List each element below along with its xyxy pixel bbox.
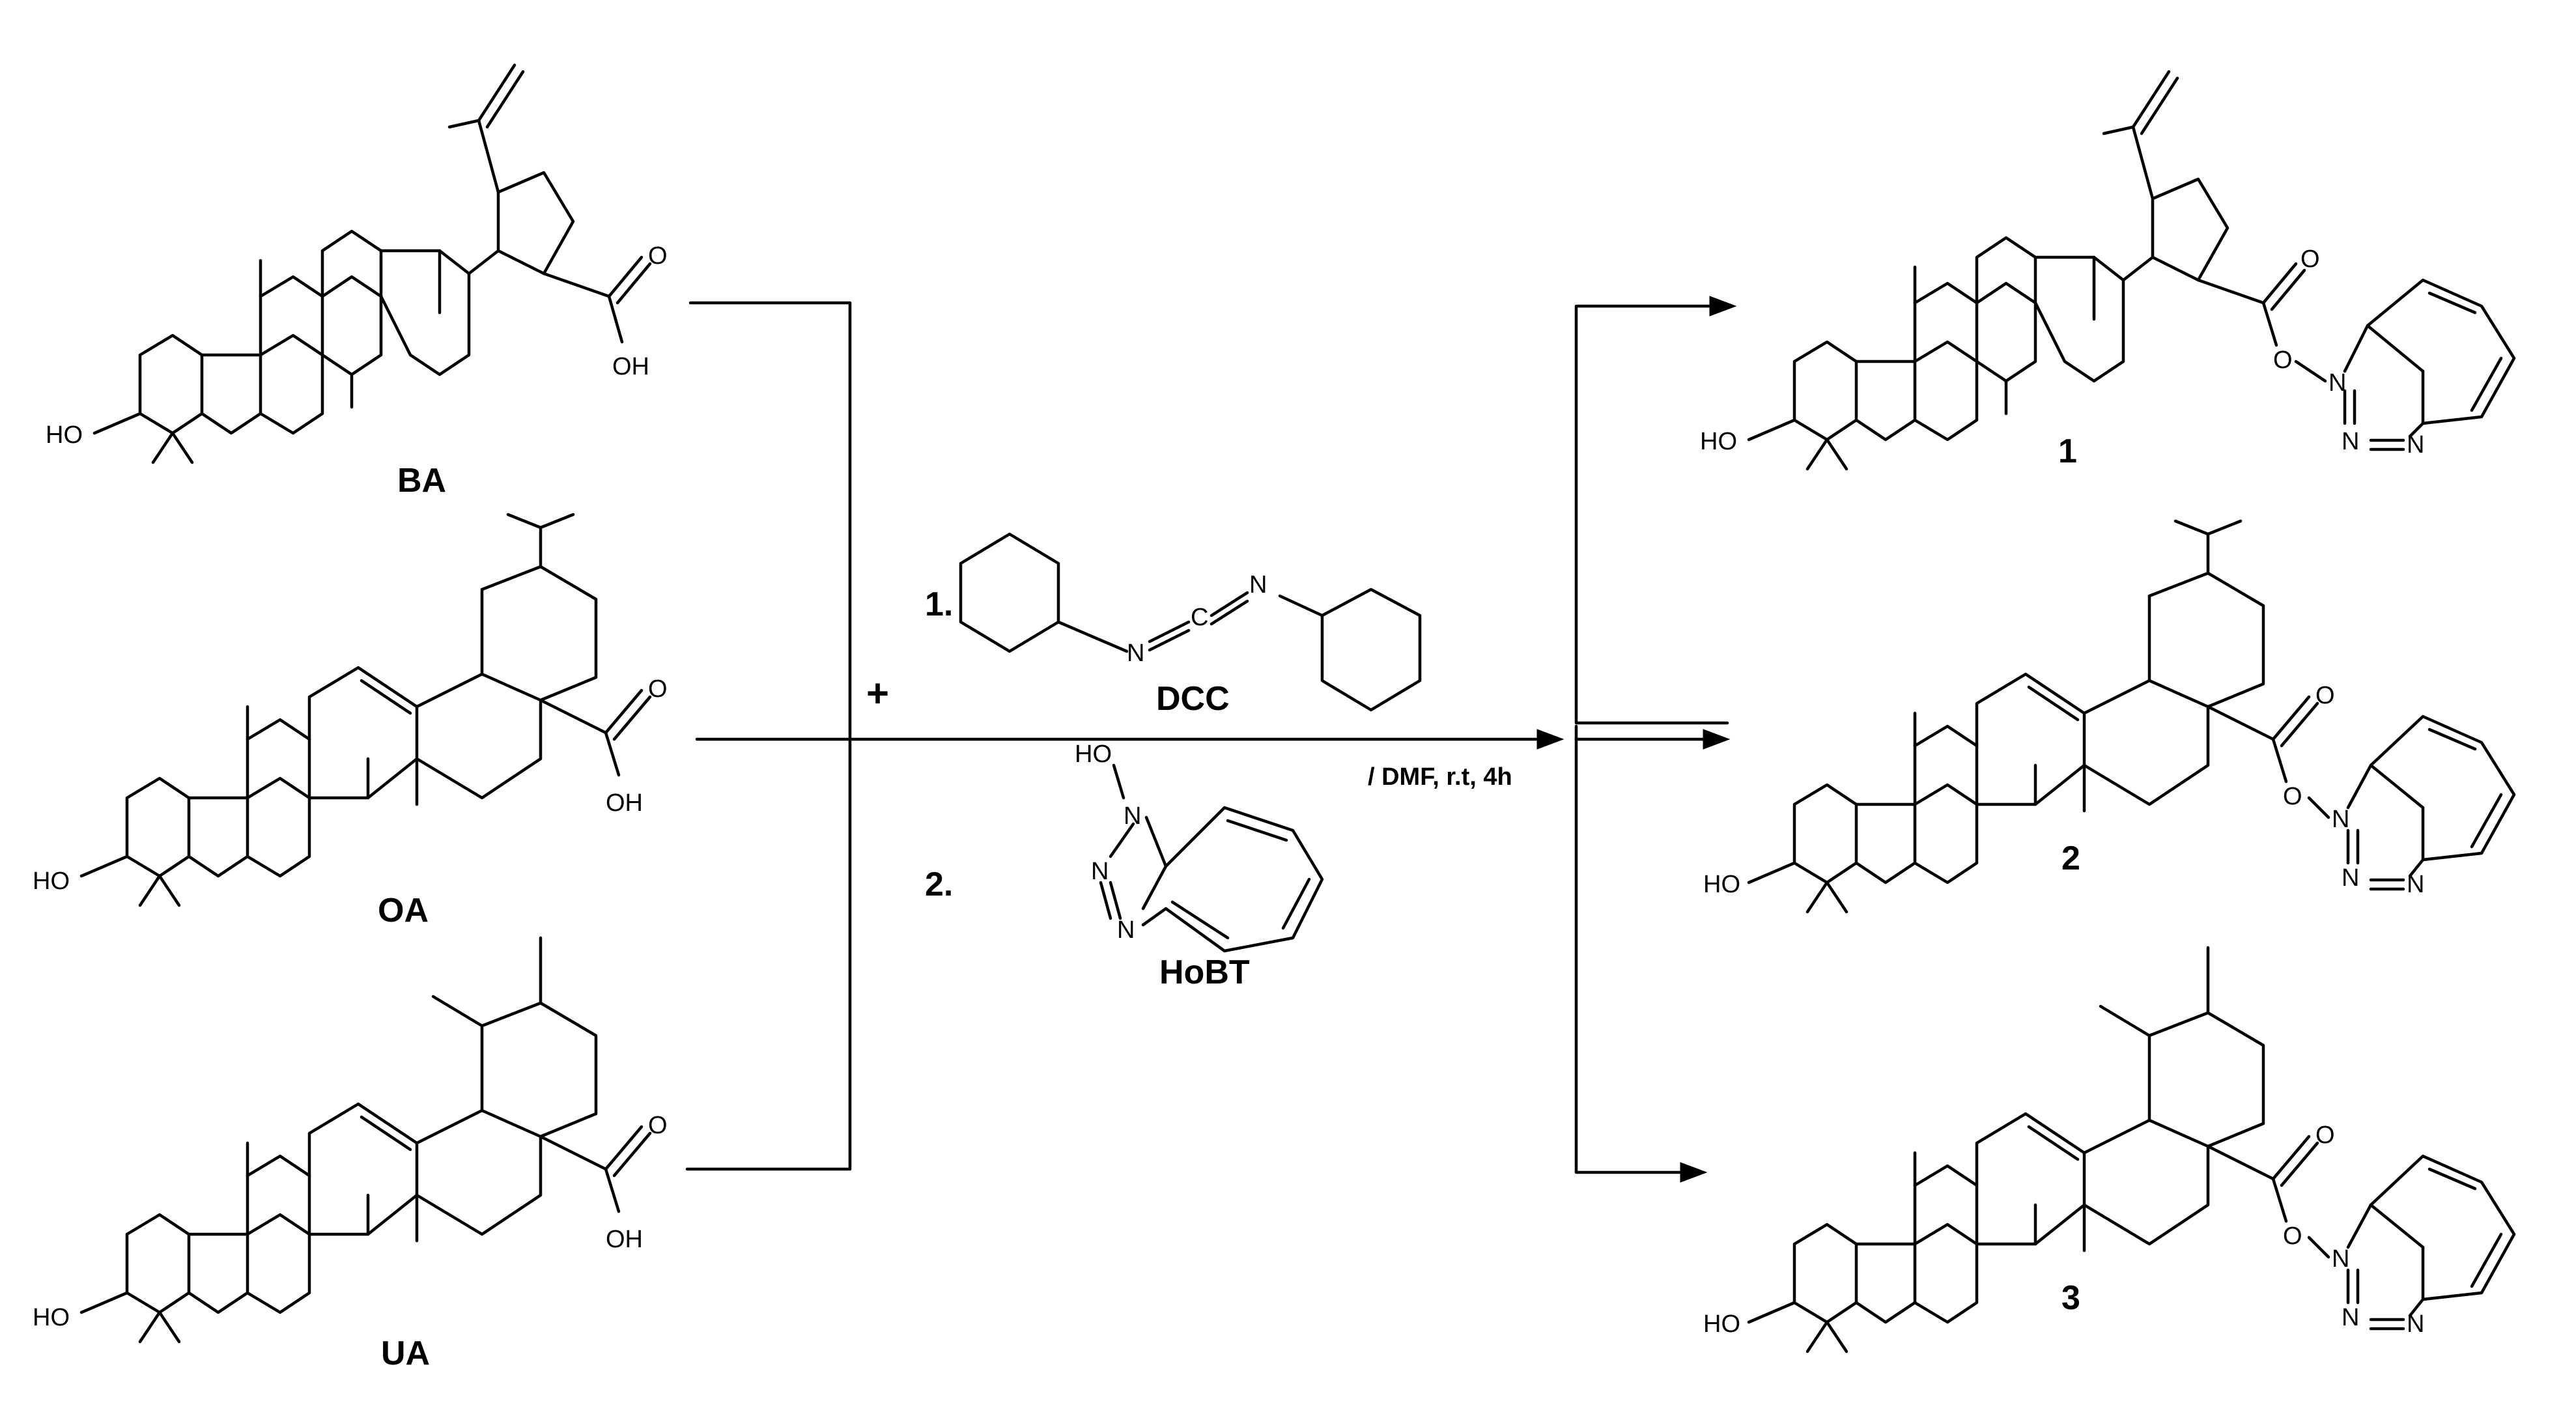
BA-acid-o: O <box>648 242 668 270</box>
UA-acid-oh: OH <box>606 1226 643 1253</box>
HoBT-label: HoBT <box>1159 954 1250 991</box>
HoBT-n1: N <box>1124 802 1141 830</box>
BA-acid-oh: OH <box>612 353 649 380</box>
product-3-hydroxyl: HO <box>1703 1310 1740 1338</box>
product-2-n3: N <box>2407 871 2424 898</box>
product-3-n2: N <box>2342 1304 2359 1331</box>
product-1-ester-o: O <box>2273 346 2293 374</box>
plus-sign: + <box>866 672 889 715</box>
DCC-n-left: N <box>1127 640 1144 667</box>
BA-label: BA <box>397 462 446 500</box>
reactant-OA: HO O OH OA <box>33 513 668 929</box>
reaction-connectors <box>685 296 1737 1183</box>
product-2-label: 2 <box>2061 840 2080 877</box>
product-2-n1: N <box>2332 806 2349 833</box>
reaction-conditions: / DMF, r.t, 4h <box>1368 763 1512 791</box>
product-1-hydroxyl: HO <box>1700 428 1737 455</box>
product-1-n3: N <box>2407 431 2424 459</box>
product-3-carbonyl-o: O <box>2315 1122 2335 1149</box>
product-3-ester-o: O <box>2283 1223 2302 1250</box>
product-1-n2: N <box>2342 428 2359 455</box>
product-1-label: 1 <box>2058 432 2077 470</box>
DCC-label: DCC <box>1156 680 1230 718</box>
product-2-hydroxyl: HO <box>1703 871 1740 898</box>
product-2: HO O O N N N 2 <box>1703 519 2516 914</box>
product-3-label: 3 <box>2061 1279 2080 1317</box>
step1-number: 1. <box>925 586 953 623</box>
reagent-DCC: 1. N C N DCC <box>925 532 1422 718</box>
product-1: HO O O N N N 1 <box>1700 70 2516 471</box>
OA-label: OA <box>378 892 429 929</box>
DCC-carbon: C <box>1191 604 1208 631</box>
OA-acid-o: O <box>648 675 668 703</box>
product-3: HO O O N N N 3 <box>1703 946 2516 1353</box>
product-1-carbonyl-o: O <box>2300 246 2320 273</box>
HoBT-hydroxyl: HO <box>1075 741 1112 768</box>
reagent-HoBT: HO N N N 2. HoBT <box>925 741 1324 991</box>
OA-hydroxyl: HO <box>33 868 70 895</box>
product-2-carbonyl-o: O <box>2315 682 2335 709</box>
HoBT-n2: N <box>1091 858 1109 885</box>
BA-hydroxyl: HO <box>46 421 83 449</box>
product-3-n3: N <box>2407 1310 2424 1338</box>
UA-hydroxyl: HO <box>33 1304 70 1331</box>
product-2-ester-o: O <box>2283 783 2302 810</box>
HoBT-n3: N <box>1117 916 1135 944</box>
product-2-n2: N <box>2342 864 2359 892</box>
UA-acid-o: O <box>648 1112 668 1139</box>
DCC-n-right: N <box>1249 571 1267 599</box>
product-3-n1: N <box>2332 1245 2349 1273</box>
reactant-UA: HO O OH UA <box>33 936 668 1372</box>
UA-label: UA <box>381 1335 430 1372</box>
product-1-n1: N <box>2328 369 2346 397</box>
OA-acid-oh: OH <box>606 789 643 817</box>
step2-number: 2. <box>925 866 953 903</box>
reactant-BA: HO O OH BA <box>46 63 668 500</box>
